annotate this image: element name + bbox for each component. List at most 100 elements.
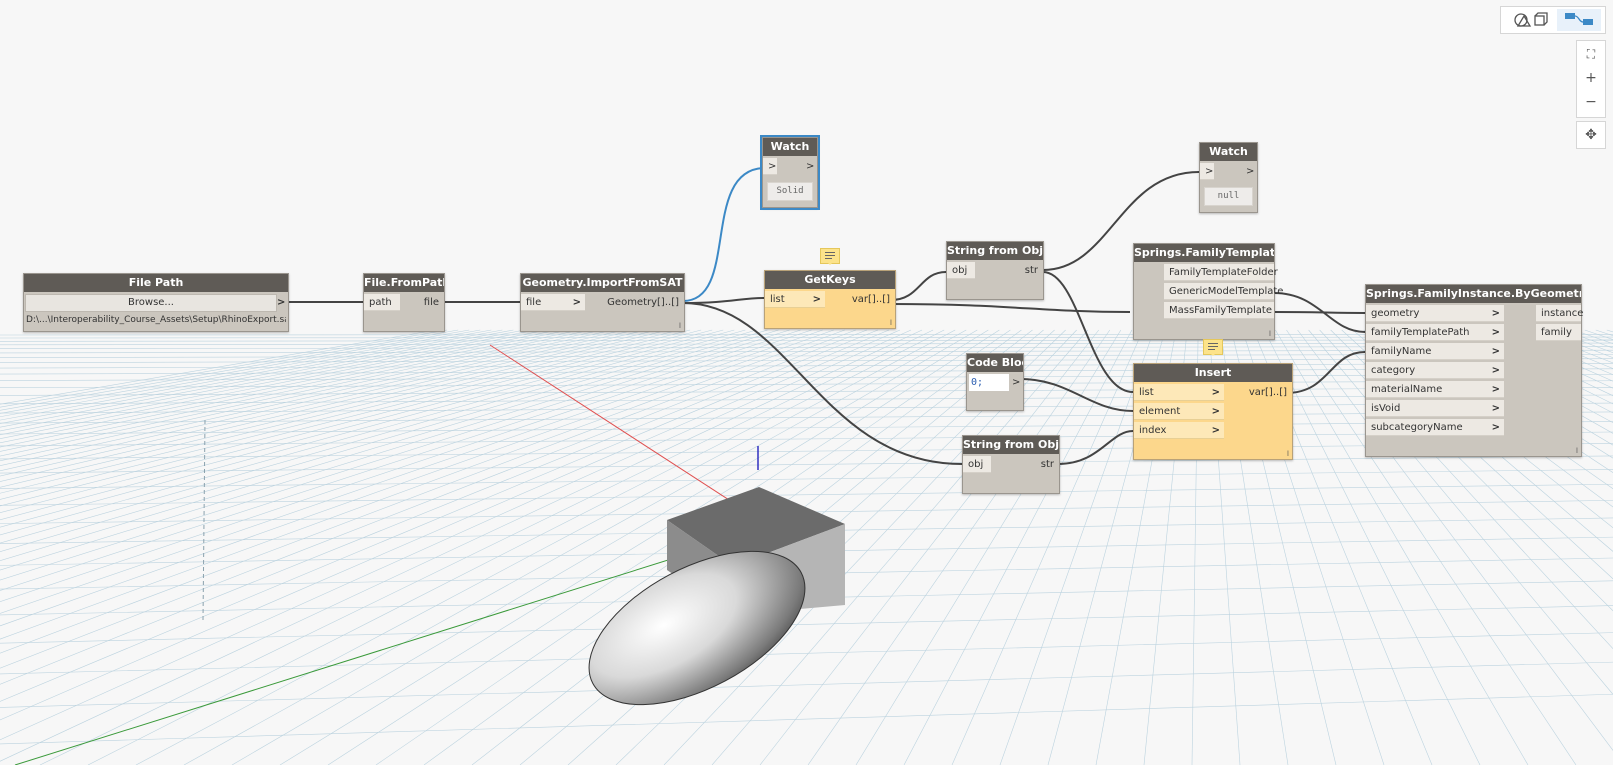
file-path-value: D:\...\Interoperability_Course_Assets\Se…	[26, 315, 286, 325]
input-port-path[interactable]: path	[364, 294, 400, 311]
zoom-in-button[interactable]: +	[1585, 70, 1597, 86]
node-file-from-path[interactable]: File.FromPath path file	[363, 273, 445, 332]
note-icon[interactable]	[820, 248, 840, 265]
grid-dashed-line	[202, 419, 206, 621]
input-port-obj[interactable]: obj	[947, 262, 975, 279]
port-label: materialName	[1371, 384, 1443, 395]
chevron-right-icon: >	[1491, 365, 1500, 376]
watch-value: Solid	[767, 182, 813, 201]
input-port-list[interactable]: list>	[765, 291, 825, 308]
y-axis-green	[14, 549, 701, 765]
node-getkeys[interactable]: GetKeys list> var[]..[] l	[764, 270, 896, 329]
lacing-indicator[interactable]: l	[890, 319, 892, 327]
view-mode-toggle	[1500, 6, 1606, 34]
output-port-family[interactable]: family	[1536, 324, 1581, 341]
port-label: list	[1139, 387, 1154, 398]
node-title: File Path	[24, 274, 288, 292]
node-title: String from Object	[947, 242, 1043, 260]
ground-grid	[0, 329, 1613, 765]
output-port-mass-family-template[interactable]: MassFamilyTemplate	[1164, 302, 1274, 319]
chevron-right-icon: >	[1491, 403, 1500, 414]
input-port-category[interactable]: category>	[1366, 362, 1504, 379]
watch-wire-selected	[682, 167, 765, 302]
lacing-indicator[interactable]: l	[1576, 447, 1578, 455]
code-editor[interactable]: 0;	[969, 374, 1009, 391]
node-code-block[interactable]: Code Block 0; >	[966, 353, 1024, 411]
chevron-right-icon: >	[1491, 346, 1500, 357]
input-port-subcategory-name[interactable]: subcategoryName>	[1366, 419, 1504, 436]
port-label: isVoid	[1371, 403, 1401, 414]
graph-view-button[interactable]	[1557, 9, 1601, 31]
input-port-element[interactable]: element >	[1134, 403, 1224, 420]
output-port-str[interactable]: str	[1040, 459, 1054, 470]
node-title: Springs.FamilyTemplatePaths	[1134, 244, 1274, 262]
input-port-is-void[interactable]: isVoid >	[1366, 400, 1504, 417]
output-port-var[interactable]: var[]..[]	[851, 294, 890, 305]
node-title: File.FromPath	[364, 274, 444, 292]
chevron-right-icon: >	[572, 297, 581, 308]
lacing-indicator[interactable]: l	[679, 322, 681, 330]
output-port[interactable]: >	[1246, 166, 1255, 177]
node-title: Code Block	[967, 354, 1023, 372]
chevron-right-icon: >	[1491, 308, 1500, 319]
wires	[289, 171, 1366, 465]
port-label: geometry	[1371, 308, 1420, 319]
node-title: Watch	[1200, 143, 1257, 161]
node-watch-null[interactable]: Watch > > null	[1199, 142, 1258, 213]
input-port-obj[interactable]: obj	[963, 456, 991, 473]
node-title: Insert	[1134, 364, 1292, 382]
port-label: file	[526, 297, 542, 308]
zoom-fit-button[interactable]: ⛶	[1586, 47, 1596, 61]
pan-control: ✥	[1576, 121, 1606, 149]
node-springs-family-template-paths[interactable]: Springs.FamilyTemplatePaths FamilyTempla…	[1133, 243, 1283, 340]
output-port-instance[interactable]: instance	[1536, 305, 1583, 322]
ellipsoid-solid	[588, 550, 806, 706]
input-port[interactable]: >	[1200, 163, 1214, 180]
input-port[interactable]: >	[763, 158, 777, 175]
output-port-file[interactable]: file	[423, 297, 439, 308]
output-port[interactable]: >	[806, 161, 815, 172]
output-port-family-template-folder[interactable]: FamilyTemplateFolder	[1164, 264, 1278, 281]
input-port-geometry[interactable]: geometry >	[1366, 305, 1504, 322]
input-port-list[interactable]: list >	[1134, 384, 1224, 401]
node-springs-family-instance-by-geometry[interactable]: Springs.FamilyInstance.ByGeometry geomet…	[1365, 284, 1583, 457]
port-label: subcategoryName	[1371, 422, 1463, 433]
input-port-file[interactable]: file >	[521, 294, 585, 311]
lacing-indicator[interactable]: l	[1269, 330, 1271, 338]
input-port-family-name[interactable]: familyName>	[1366, 343, 1504, 360]
node-title: GetKeys	[765, 271, 895, 289]
zoom-out-button[interactable]: −	[1585, 94, 1597, 110]
zoom-controls: ⛶ + −	[1576, 40, 1606, 118]
input-port-family-template-path[interactable]: familyTemplatePath >	[1366, 324, 1504, 341]
node-insert[interactable]: Insert list > element > index> var[]..[] l	[1133, 363, 1293, 460]
output-port-var[interactable]: var[]..[]	[1248, 387, 1287, 398]
chevron-right-icon: >	[1491, 327, 1500, 338]
node-string-from-object-1[interactable]: String from Object obj str	[946, 241, 1044, 300]
port-label: familyTemplatePath	[1371, 327, 1470, 338]
port-label: element	[1139, 406, 1181, 417]
chevron-right-icon: >	[1491, 384, 1500, 395]
pan-button[interactable]: ✥	[1585, 127, 1597, 143]
note-icon[interactable]	[1203, 339, 1223, 356]
output-port-geometry[interactable]: Geometry[]..[]	[607, 297, 679, 308]
chevron-right-icon: >	[1211, 387, 1220, 398]
node-string-from-object-2[interactable]: String from Object obj str	[962, 435, 1060, 494]
node-file-path[interactable]: File Path Browse... > D:\...\Interoperab…	[23, 273, 289, 332]
node-geometry-import-from-sat[interactable]: Geometry.ImportFromSAT file> Geometry[].…	[520, 273, 685, 332]
browse-button[interactable]: Browse...	[25, 294, 277, 312]
input-port-index[interactable]: index>	[1134, 422, 1224, 439]
port-label: index	[1139, 425, 1167, 436]
node-title: Springs.FamilyInstance.ByGeometry	[1366, 285, 1581, 303]
output-port-generic-model-template[interactable]: GenericModelTemplate	[1164, 283, 1283, 300]
chevron-right-icon: >	[1211, 406, 1220, 417]
output-port[interactable]: >	[1012, 377, 1021, 388]
output-port[interactable]: >	[277, 297, 286, 308]
geometry-view-button[interactable]	[1509, 9, 1553, 31]
output-port-str[interactable]: str	[1024, 265, 1038, 276]
geometry-view-icon	[1514, 12, 1548, 27]
input-port-material-name[interactable]: materialName >	[1366, 381, 1504, 398]
node-watch-solid[interactable]: Watch > > Solid	[760, 135, 820, 210]
lacing-indicator[interactable]: l	[1287, 450, 1289, 458]
graph-view-icon	[1565, 13, 1593, 25]
